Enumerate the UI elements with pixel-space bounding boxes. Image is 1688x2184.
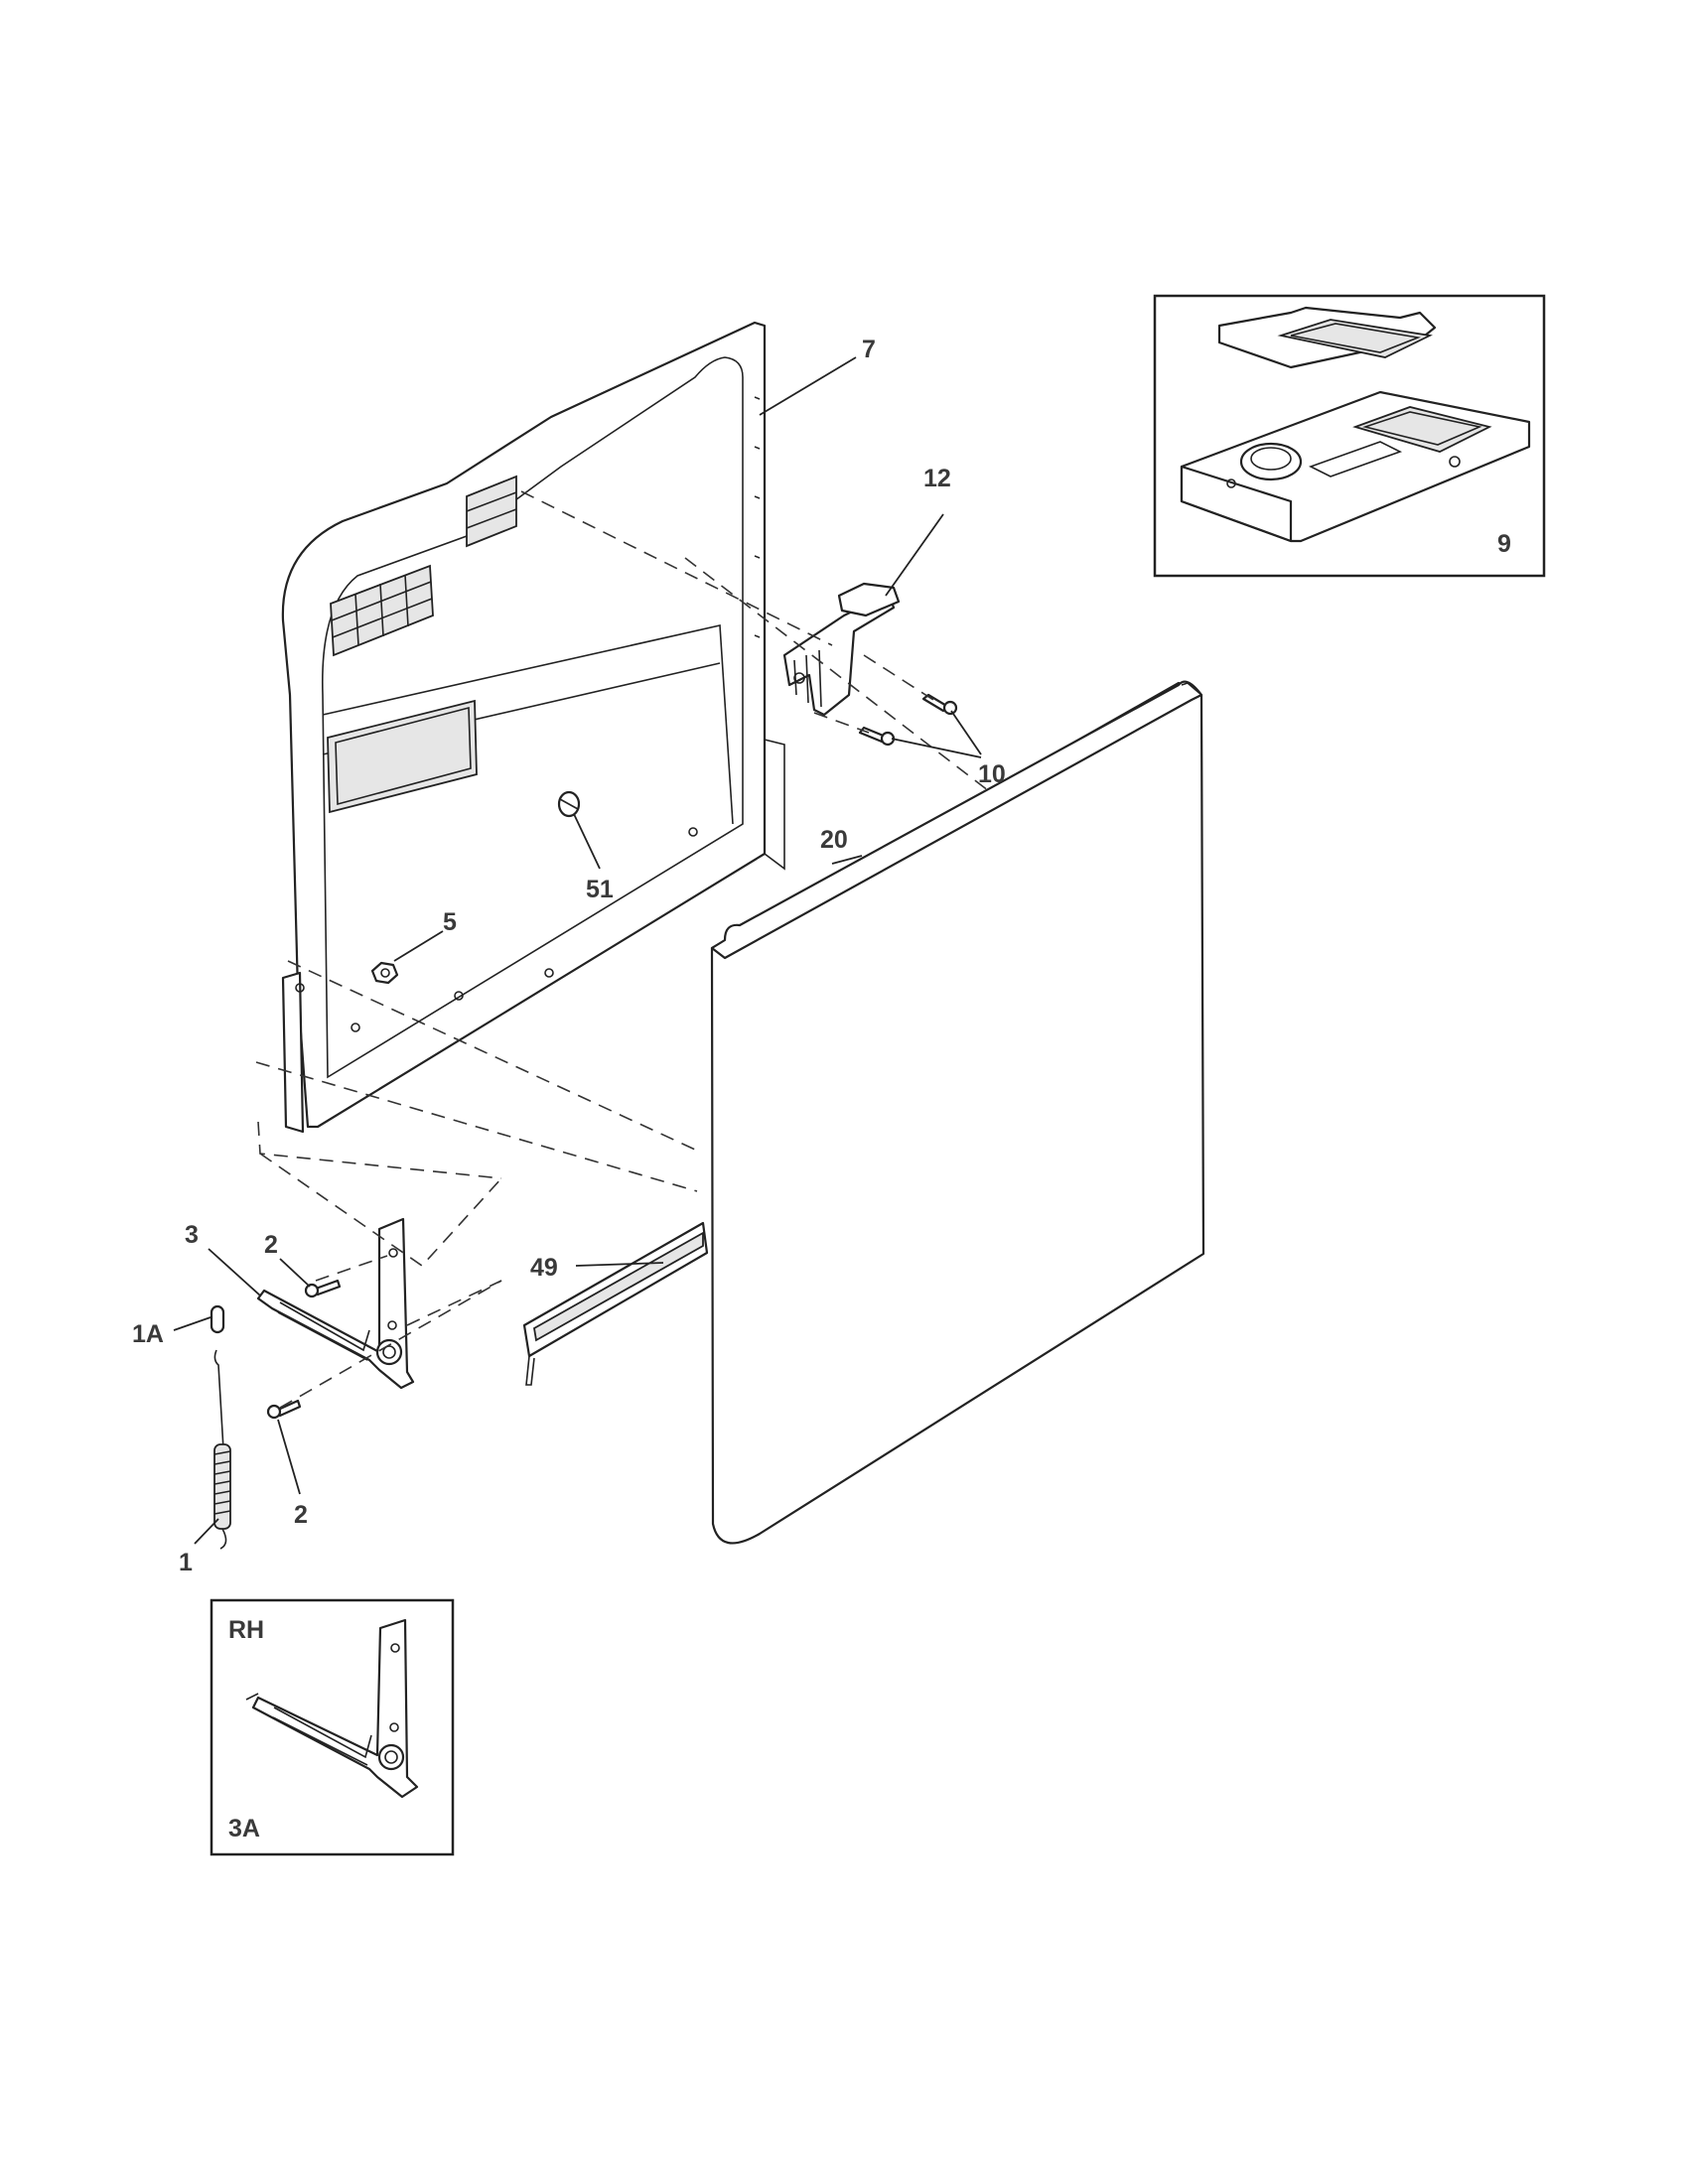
inner-door-panel [281,321,785,1134]
callout-labels: 7 12 9 10 20 51 5 2 3 1A 49 2 1 [132,336,1511,1576]
callout-5: 5 [443,908,457,936]
hex-nut [370,961,399,985]
inset-side-label: RH [228,1616,264,1644]
callout-1A: 1A [132,1320,164,1348]
door-hinge-arm [256,1217,415,1390]
callout-12: 12 [923,465,951,492]
door-spring [213,1349,231,1550]
callout-1: 1 [179,1549,193,1576]
leader-lines [173,356,982,1545]
latch-screws [858,693,958,747]
detergent-dispenser [1180,306,1531,543]
callout-49: 49 [530,1254,558,1282]
dispenser-inset [1153,294,1546,578]
callout-3: 3 [185,1221,199,1249]
callout-10: 10 [978,760,1006,788]
hinge-arm-rh [245,1618,419,1799]
hinge-screws [266,1279,342,1420]
door-trim-strip [522,1221,709,1386]
inset-part-label: 3A [228,1815,260,1843]
vent-grille [330,564,434,657]
callout-20: 20 [820,826,848,854]
hinge-rh-inset: RH 3A [210,1598,455,1856]
outer-door-panel [710,680,1205,1545]
callout-51: 51 [586,876,614,903]
callout-9: 9 [1497,530,1511,558]
door-latch [782,582,901,717]
callout-2-lower: 2 [294,1501,308,1529]
callout-7: 7 [862,336,876,363]
spring-clip [210,1304,225,1334]
callout-2-upper: 2 [264,1231,278,1259]
door-clip [557,790,581,818]
assembly-dashed-lines [255,490,994,1409]
